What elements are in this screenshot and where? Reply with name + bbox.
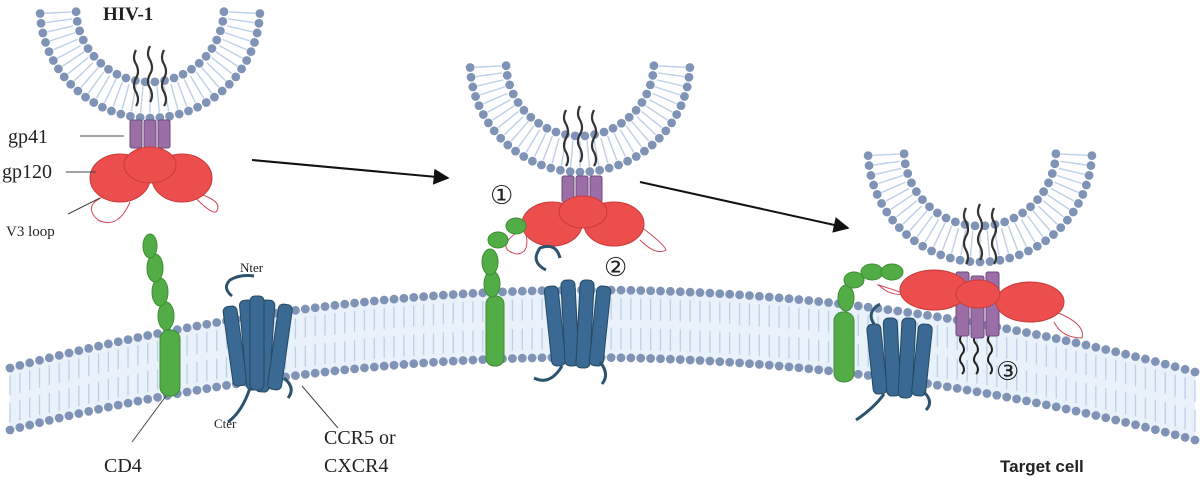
coreceptor-3 — [855, 302, 933, 422]
cd4-receptor-3 — [833, 263, 904, 383]
cd4-label: CD4 — [104, 455, 142, 477]
envelope-stage-3 — [877, 203, 1083, 375]
nter-label: Nter — [240, 260, 264, 275]
gp41-trimer — [129, 119, 171, 149]
coreceptor-label-line2: CXCR4 — [324, 455, 388, 477]
cd4-receptor-1 — [142, 233, 181, 397]
gp41-label: gp41 — [8, 126, 48, 148]
envelope-stage-1 — [89, 45, 219, 224]
coreceptor-2 — [533, 244, 612, 385]
coreceptor-1 — [222, 274, 293, 424]
cter-label: Cter — [214, 416, 237, 431]
gp120-trimer — [89, 146, 219, 224]
step-3-marker: ③ — [996, 356, 1019, 386]
leader-lines — [66, 135, 339, 443]
cd4-receptor-2 — [481, 217, 527, 367]
hiv-virion-2 — [465, 61, 695, 177]
step-1-marker: ① — [490, 180, 513, 210]
hiv-virion-1 — [35, 7, 265, 123]
coreceptor-label-line1: CCR5 or — [324, 427, 396, 449]
gp120-label: gp120 — [2, 161, 52, 183]
hiv-label: HIV-1 — [103, 4, 153, 25]
v3-loop-label: V3 loop — [6, 224, 55, 240]
arrow-stage-1-to-2 — [251, 159, 450, 185]
arrow-stage-2-to-3 — [639, 181, 850, 233]
step-2-marker: ② — [604, 252, 627, 282]
gp41-tails — [132, 45, 168, 107]
target-cell-label: Target cell — [1000, 457, 1084, 476]
envelope-stage-2 — [505, 105, 667, 255]
hiv-virion-3 — [863, 149, 1097, 267]
